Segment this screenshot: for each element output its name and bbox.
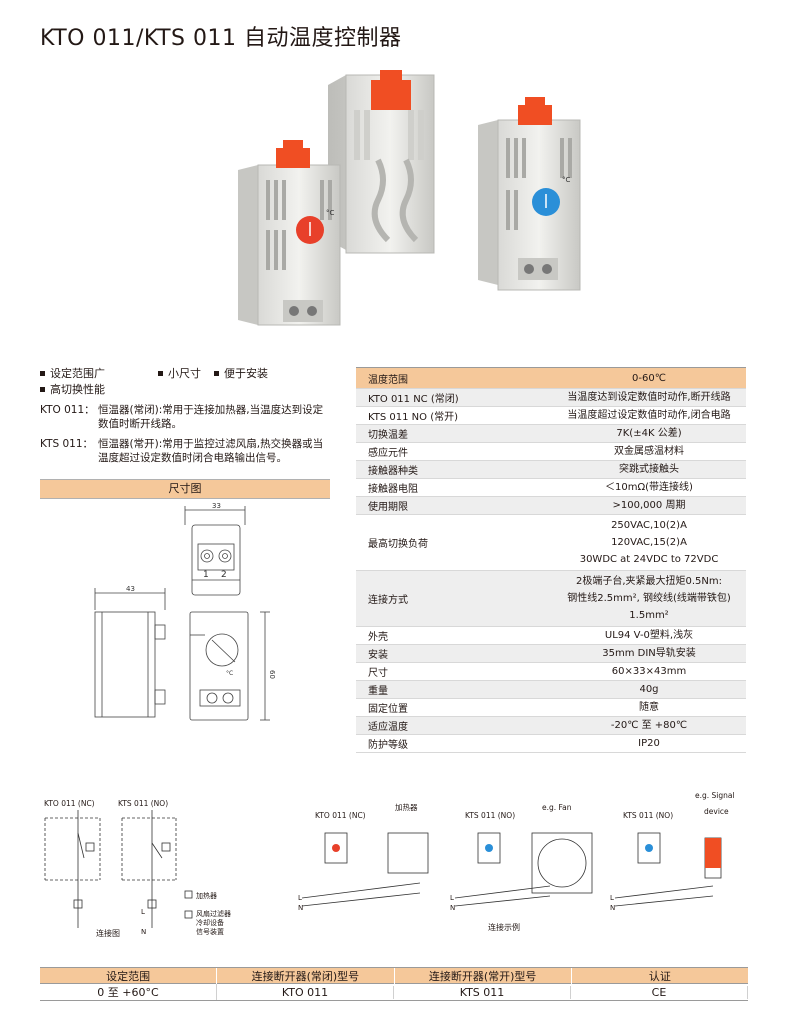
ex2-device: e.g. Fan (542, 803, 572, 812)
dim-height: 60 (268, 670, 276, 679)
spec-row: 接触器种类突跳式接触头 (356, 461, 746, 479)
features-section: 设定范围广 小尺寸 便于安装 高切换性能 KTO 011： 恒温器(常闭):常用… (40, 365, 330, 465)
kts-description: KTS 011： 恒温器(常开):常用于监控过滤风扇,热交换器或当温度超过设定数… (40, 438, 324, 464)
din-clip (371, 80, 411, 110)
order-data-row: 0 至 +60°C KTO 011 KTS 011 CE (40, 984, 748, 1001)
ex3-L: L (610, 894, 614, 902)
dim-depth: 43 (126, 585, 135, 593)
product-illustration: °C °C (228, 70, 588, 345)
ex3-N: N (610, 904, 615, 912)
ex3-label: KTS 011 (NO) (623, 811, 673, 820)
legend-heater: 加热器 (196, 891, 217, 900)
ex2-label: KTS 011 (NO) (465, 811, 515, 820)
dim-unit: °C (226, 670, 233, 677)
caption-wiring: 连接图 (96, 928, 120, 938)
terminal-2: 2 (221, 570, 227, 580)
ex1-device: 加热器 (395, 802, 418, 812)
spec-row: 最高切换负荷 250VAC,10(2)A 120VAC,15(2)A 30WDC… (356, 515, 746, 571)
wiring-section: KTO 011 (NC) KTS 011 (NO) L N 加热器 风扇过滤器 … (40, 788, 760, 938)
legend-fan: 风扇过滤器 (196, 909, 231, 918)
ex1-label: KTO 011 (NC) (315, 811, 366, 820)
legend-fan3: 信号装置 (196, 927, 224, 936)
blue-dial-unit: °C (562, 176, 571, 184)
spec-row: 接触器电阻＜10mΩ(带连接线) (356, 479, 746, 497)
spec-table: 温度范围 0-60℃ KTO 011 NC (常闭)当温度达到设定数值时动作,断… (356, 367, 746, 753)
dim-width: 33 (212, 502, 221, 510)
N-label: N (141, 928, 146, 936)
spec-row: KTS 011 NO (常开)当温度超过设定数值时动作,闭合电路 (356, 407, 746, 425)
spec-row: 固定位置随意 (356, 699, 746, 717)
caption-examples: 连接示例 (488, 922, 520, 932)
ex3-device1: e.g. Signal (695, 791, 735, 800)
signal-lamp (705, 838, 721, 868)
feature-item: 高切换性能 (40, 381, 105, 397)
order-table: 设定范围 连接断开器(常闭)型号 连接断开器(常开)型号 认证 0 至 +60°… (40, 967, 748, 1001)
diag2-label: KTS 011 (NO) (118, 799, 168, 808)
dimension-drawing: 33 43 60 1 2 °C (40, 500, 330, 750)
spec-row: KTO 011 NC (常闭)当温度达到设定数值时动作,断开线路 (356, 389, 746, 407)
spec-row: 适应温度-20℃ 至 +80℃ (356, 717, 746, 735)
terminal-1: 1 (203, 570, 209, 580)
ex2-L: L (450, 894, 454, 902)
ex2-N: N (450, 904, 455, 912)
spec-row: 使用期限>100,000 周期 (356, 497, 746, 515)
middle-unit (328, 70, 435, 254)
ex3-device2: device (704, 807, 729, 816)
feature-item: 便于安装 (214, 365, 268, 381)
legend-fan2: 冷却设备 (196, 918, 224, 927)
page-title: KTO 011/KTS 011 自动温度控制器 (40, 26, 402, 51)
ex1-N: N (298, 904, 303, 912)
red-dial-unit: °C (326, 209, 335, 217)
dimension-header: 尺寸图 (40, 479, 330, 499)
diag1-label: KTO 011 (NC) (44, 799, 95, 808)
order-header-row: 设定范围 连接断开器(常闭)型号 连接断开器(常开)型号 认证 (40, 967, 748, 984)
L-label: L (141, 908, 145, 916)
kto-description: KTO 011： 恒温器(常闭):常用于连接加热器,当温度达到设定数值时断开线路… (40, 404, 324, 430)
spec-header-row: 温度范围 0-60℃ (356, 367, 746, 389)
ex1-L: L (298, 894, 302, 902)
spec-row: 连接方式 2极端子台,夹紧最大扭矩0.5Nm: 钢性线2.5mm², 钢绞线(线… (356, 571, 746, 627)
kto011-unit: °C (238, 140, 341, 326)
feature-item: 设定范围广 (40, 365, 158, 381)
spec-row: 感应元件双金属感温材料 (356, 443, 746, 461)
kts011-unit: °C (478, 97, 581, 291)
feature-item: 小尺寸 (158, 365, 214, 381)
